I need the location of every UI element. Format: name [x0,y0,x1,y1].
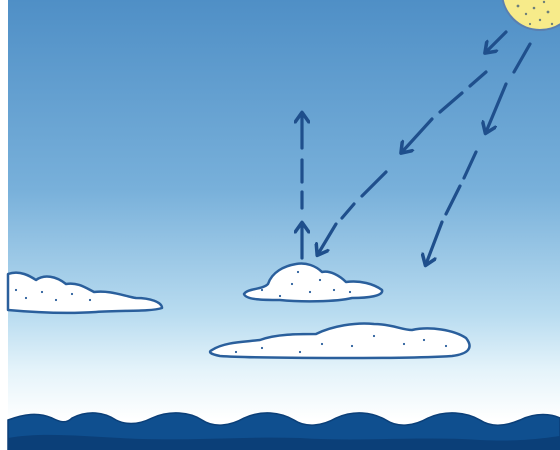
ocean-waves [8,413,560,450]
